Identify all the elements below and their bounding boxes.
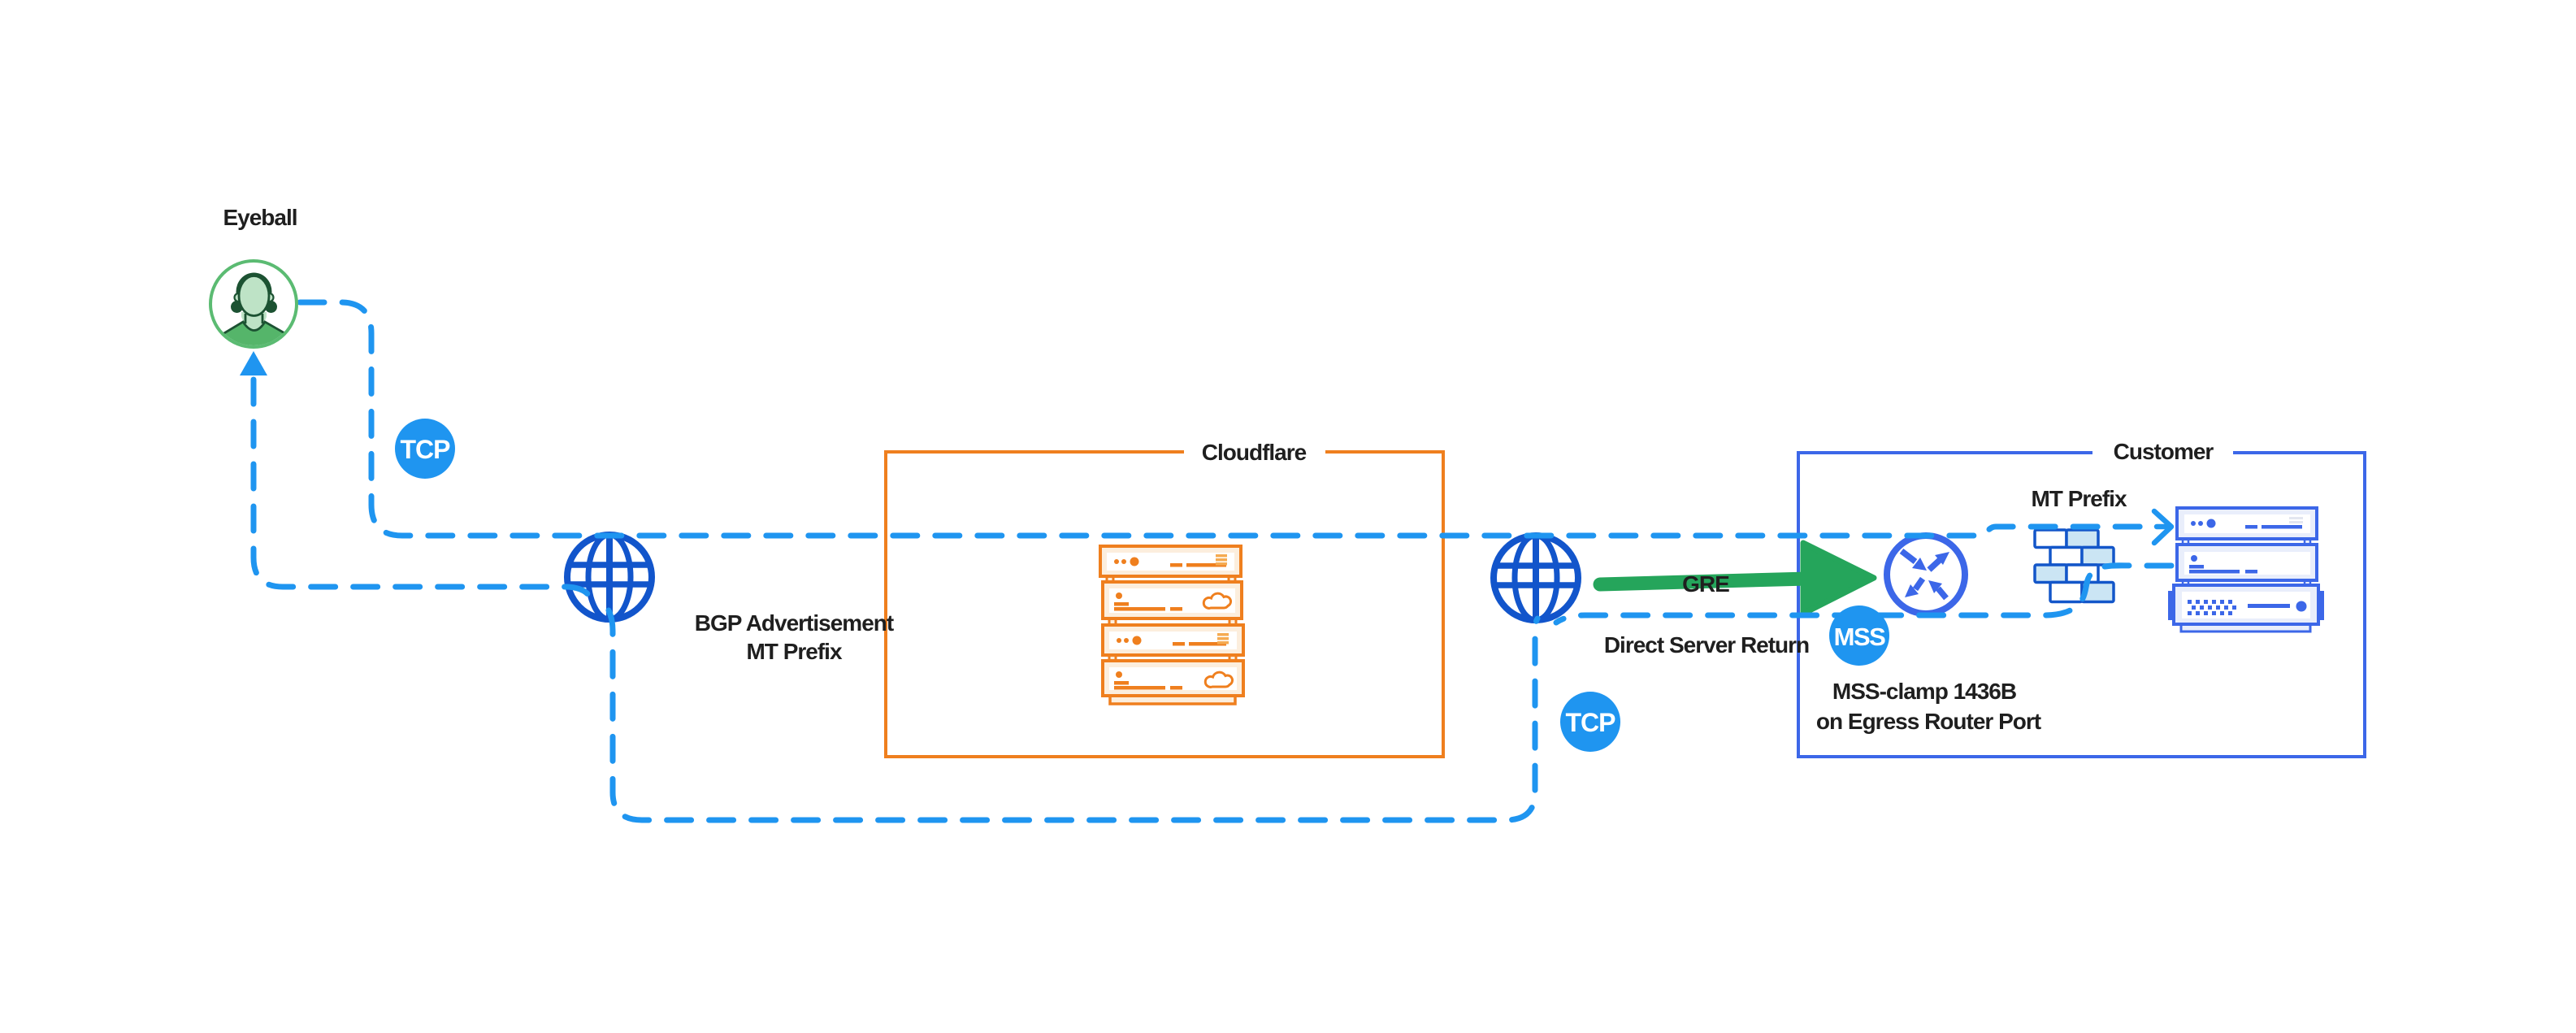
svg-text:Eyeball: Eyeball <box>223 205 297 230</box>
svg-text:MT Prefix: MT Prefix <box>746 639 842 664</box>
svg-text:Direct Server Return: Direct Server Return <box>1604 632 1809 658</box>
svg-text:MT Prefix: MT Prefix <box>2031 486 2127 511</box>
svg-text:MSS-clamp 1436B: MSS-clamp 1436B <box>1832 679 2016 704</box>
svg-text:TCP: TCP <box>401 435 451 464</box>
svg-text:GRE: GRE <box>1682 571 1729 597</box>
svg-text:TCP: TCP <box>1566 708 1616 737</box>
svg-text:on Egress Router Port: on Egress Router Port <box>1816 709 2041 734</box>
svg-text:Customer: Customer <box>2114 439 2214 464</box>
svg-text:Cloudflare: Cloudflare <box>1202 440 1307 465</box>
svg-text:BGP Advertisement: BGP Advertisement <box>695 610 894 636</box>
svg-text:MSS: MSS <box>1834 623 1886 651</box>
